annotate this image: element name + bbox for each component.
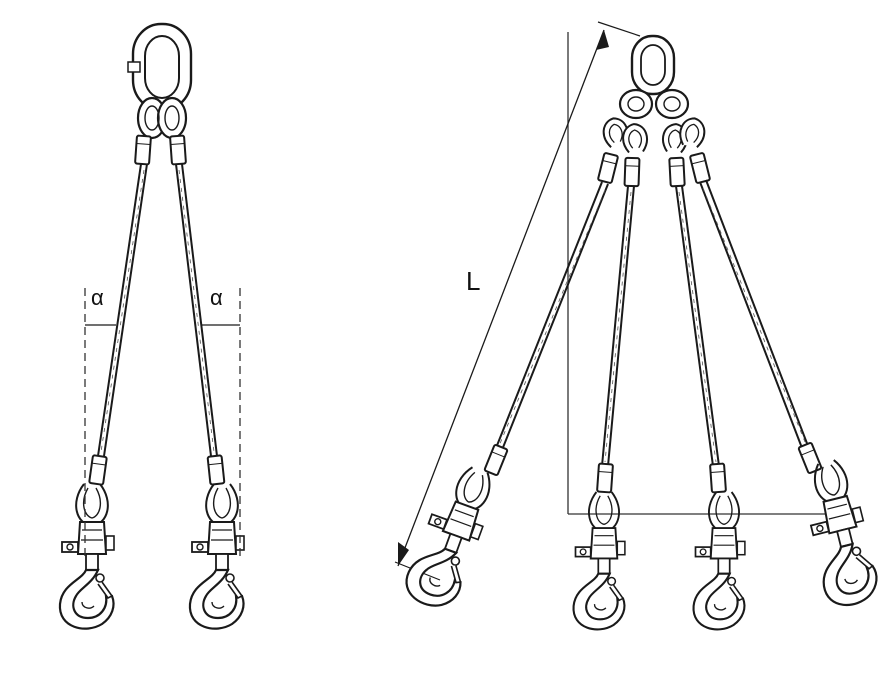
- hook-icon: [58, 482, 116, 630]
- wire-rope-leg: [601, 185, 635, 467]
- master-link-icon: [630, 34, 676, 96]
- wire-rope-leg: [495, 181, 609, 451]
- reference-frame: [567, 32, 852, 515]
- master-link-icon: [127, 22, 193, 112]
- intermediate-links-icon: [136, 96, 188, 140]
- length-dimension-arrow: [394, 21, 641, 581]
- intermediate-links-icon: [618, 88, 690, 120]
- wire-rope-leg: [175, 163, 218, 457]
- hook-icon: [793, 455, 884, 612]
- wire-rope-leg: [97, 163, 148, 457]
- angle-label-right: α: [210, 285, 223, 310]
- hook-icon: [572, 490, 626, 631]
- hook-icon: [188, 482, 246, 630]
- wire-rope-leg: [675, 185, 720, 467]
- two-leg-sling: α α: [58, 22, 246, 630]
- hook-icon: [399, 457, 502, 615]
- angle-label-left: α: [91, 285, 104, 310]
- hook-icon: [692, 490, 746, 631]
- four-leg-sling: L: [394, 21, 884, 631]
- angle-reference-lines: [84, 288, 241, 560]
- wire-rope-leg: [699, 179, 809, 449]
- length-label: L: [466, 266, 480, 296]
